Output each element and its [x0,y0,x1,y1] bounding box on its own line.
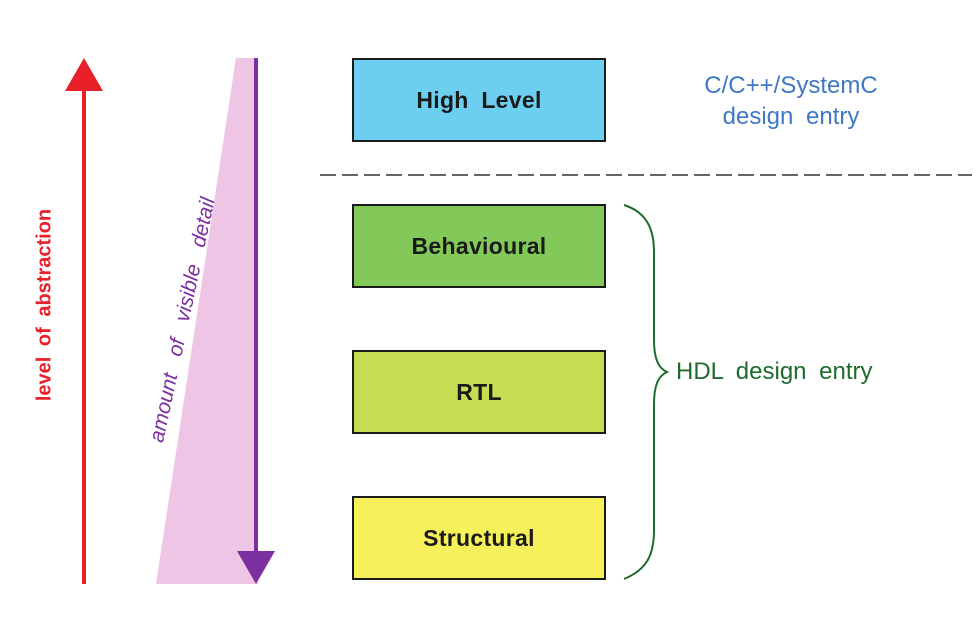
hdl-brace [623,204,670,580]
behavioural-box: Behavioural [352,204,606,288]
high-level-box: High Level [352,58,606,142]
rtl-box: RTL [352,350,606,434]
detail-wedge [156,58,258,584]
detail-arrow-head [237,551,275,584]
structural-box: Structural [352,496,606,580]
hdl-entry-note: HDL design entry [676,358,873,385]
abstraction-arrow-head [65,58,103,91]
high-level-entry-note: C/C++/SystemC design entry [704,72,878,130]
abstraction-axis-label-text: level of abstraction [33,208,56,402]
